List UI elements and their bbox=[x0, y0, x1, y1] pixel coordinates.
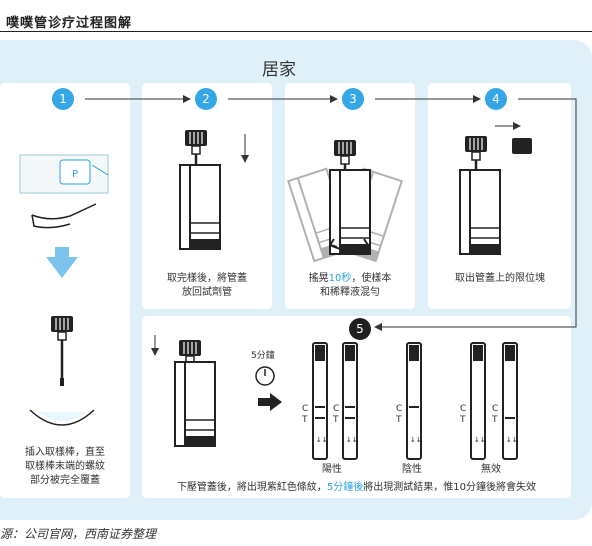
result-arrow-icon bbox=[258, 393, 282, 411]
svg-text:↓↓: ↓↓ bbox=[506, 436, 518, 444]
step-3-badge: 3 bbox=[342, 88, 364, 110]
source-note: 源：公司官网，西南证券整理 bbox=[0, 527, 157, 541]
result-positive-c2: C bbox=[333, 404, 340, 414]
svg-text:↓↓: ↓↓ bbox=[474, 436, 486, 444]
step-2-caption: 取完樣後，將管蓋 放回試劑管 bbox=[167, 273, 247, 298]
result-positive-t2: T bbox=[333, 415, 339, 425]
blue-down-arrow bbox=[46, 247, 78, 278]
title-divider bbox=[0, 31, 592, 32]
result-positive-c: C bbox=[302, 404, 309, 414]
result-negative-label: 陰性 bbox=[402, 464, 422, 475]
step-5-caption: 下壓管蓋後，將出現紫紅色條紋，5分鐘後將出現測試結果，惟10分鐘後將會失效 bbox=[176, 482, 537, 493]
timer-icon bbox=[255, 366, 275, 386]
cap-return-illustration bbox=[179, 128, 249, 250]
result-invalid-t: T bbox=[460, 415, 466, 425]
result-negative-t: T bbox=[396, 415, 402, 425]
remove-stopper-illustration bbox=[459, 122, 532, 255]
svg-text:P: P bbox=[72, 169, 78, 180]
svg-text:↓↓: ↓↓ bbox=[410, 436, 422, 444]
step-1-card bbox=[0, 83, 130, 498]
step-5-badge: 5 bbox=[349, 318, 371, 340]
result-invalid-label: 無效 bbox=[481, 464, 501, 475]
step-1-caption: 插入取樣棒，直至 取樣棒末端的螺紋 部分被完全覆蓋 bbox=[25, 447, 105, 486]
step-2-badge: 2 bbox=[195, 88, 217, 110]
result-positive-label: 陽性 bbox=[322, 464, 342, 475]
swab-insert-illustration bbox=[29, 314, 95, 426]
timer-label: 5分鐘 bbox=[251, 351, 275, 361]
result-invalid-t2: T bbox=[492, 415, 498, 425]
result-invalid-c: C bbox=[460, 404, 467, 414]
svg-text:↓↓: ↓↓ bbox=[346, 436, 358, 444]
step-4-caption: 取出管蓋上的限位塊 bbox=[455, 273, 545, 284]
step-3-caption: 搖晃10秒，使樣本 和稀釋液混勻 bbox=[308, 273, 392, 298]
panel-title: 居家 bbox=[262, 60, 296, 80]
test-kit-illustration: P bbox=[19, 154, 109, 229]
page-title: 噗噗管诊疗过程图解 bbox=[6, 16, 133, 31]
svg-text:↓↓: ↓↓ bbox=[316, 436, 328, 444]
step-4-badge: 4 bbox=[485, 88, 507, 110]
result-positive-t: T bbox=[302, 415, 308, 425]
press-cap-illustration bbox=[151, 335, 216, 447]
result-invalid-c2: C bbox=[492, 404, 499, 414]
result-negative-c: C bbox=[396, 404, 403, 414]
step-1-badge: 1 bbox=[52, 88, 74, 110]
